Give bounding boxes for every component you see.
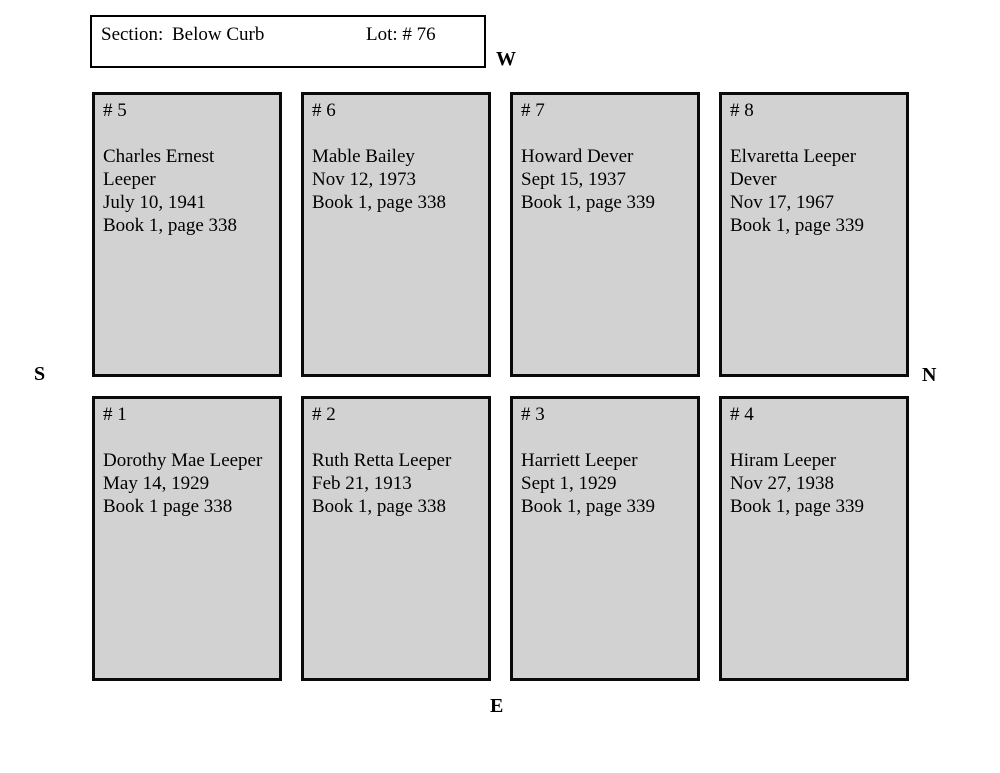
- plot-detail-line: Book 1 page 338: [103, 496, 233, 517]
- plot-detail-line: Harriett Leeper: [521, 450, 638, 471]
- plot-details: Ruth Retta Leeper Feb 21, 1913 Book 1, p…: [312, 449, 480, 518]
- plot-details: Harriett Leeper Sept 1, 1929 Book 1, pag…: [521, 449, 689, 518]
- section-label: Section:: [101, 24, 164, 45]
- lot-number-label: Lot: # 76: [366, 24, 436, 45]
- plot-number: # 4: [730, 404, 754, 425]
- plot-detail-line: Nov 17, 1967: [730, 192, 834, 213]
- plot-box-2: # 2 Ruth Retta Leeper Feb 21, 1913 Book …: [301, 396, 491, 681]
- plot-detail-line: Book 1, page 338: [103, 215, 238, 236]
- plot-detail-line: May 14, 1929: [103, 473, 210, 494]
- plot-detail-line: Sept 15, 1937: [521, 169, 627, 190]
- section-lot-header-box: Section: Below Curb Lot: # 76: [90, 15, 486, 68]
- plot-detail-line: Book 1, page 338: [312, 496, 447, 517]
- plot-detail-line: Nov 27, 1938: [730, 473, 834, 494]
- plot-number: # 6: [312, 100, 336, 121]
- plot-box-3: # 3 Harriett Leeper Sept 1, 1929 Book 1,…: [510, 396, 700, 681]
- plot-detail-line: Feb 21, 1913: [312, 473, 412, 494]
- plot-details: Howard Dever Sept 15, 1937 Book 1, page …: [521, 145, 689, 214]
- plot-detail-line: Book 1, page 338: [312, 192, 447, 213]
- plot-box-6: # 6 Mable Bailey Nov 12, 1973 Book 1, pa…: [301, 92, 491, 377]
- plot-box-1: # 1 Dorothy Mae Leeper May 14, 1929 Book…: [92, 396, 282, 681]
- plot-number: # 7: [521, 100, 545, 121]
- plot-detail-line: Ruth Retta Leeper: [312, 450, 452, 471]
- plot-number: # 2: [312, 404, 336, 425]
- plot-number: # 3: [521, 404, 545, 425]
- plot-box-4: # 4 Hiram Leeper Nov 27, 1938 Book 1, pa…: [719, 396, 909, 681]
- plot-detail-line: Mable Bailey: [312, 146, 415, 167]
- plot-detail-line: Book 1, page 339: [521, 496, 656, 517]
- plot-detail-line: Leeper: [103, 169, 156, 190]
- plot-number: # 5: [103, 100, 127, 121]
- plot-detail-line: Book 1, page 339: [521, 192, 656, 213]
- plot-box-5: # 5 Charles Ernest Leeper July 10, 1941 …: [92, 92, 282, 377]
- header-inner: Section: Below Curb Lot: # 76: [92, 17, 484, 66]
- section-value: Below Curb: [172, 24, 265, 45]
- plot-detail-line: Nov 12, 1973: [312, 169, 416, 190]
- plot-detail-line: July 10, 1941: [103, 192, 206, 213]
- plot-detail-line: Elvaretta Leeper: [730, 146, 857, 167]
- compass-west-label: W: [496, 48, 516, 70]
- plot-detail-line: Book 1, page 339: [730, 215, 865, 236]
- plot-details: Mable Bailey Nov 12, 1973 Book 1, page 3…: [312, 145, 480, 214]
- compass-north-label: N: [922, 364, 937, 386]
- plot-number: # 8: [730, 100, 754, 121]
- plot-box-8: # 8 Elvaretta Leeper Dever Nov 17, 1967 …: [719, 92, 909, 377]
- plot-detail-line: Dever: [730, 169, 777, 190]
- compass-south-label: S: [34, 363, 46, 385]
- plot-details: Dorothy Mae Leeper May 14, 1929 Book 1 p…: [103, 449, 271, 518]
- plot-detail-line: Book 1, page 339: [730, 496, 865, 517]
- plot-detail-line: Sept 1, 1929: [521, 473, 617, 494]
- plot-detail-line: Hiram Leeper: [730, 450, 837, 471]
- compass-east-label: E: [490, 695, 504, 717]
- plot-detail-line: Charles Ernest: [103, 146, 215, 167]
- plot-details: Hiram Leeper Nov 27, 1938 Book 1, page 3…: [730, 449, 898, 518]
- plot-number: # 1: [103, 404, 127, 425]
- plot-detail-line: Dorothy Mae Leeper: [103, 450, 263, 471]
- plot-details: Charles Ernest Leeper July 10, 1941 Book…: [103, 145, 271, 237]
- plot-box-7: # 7 Howard Dever Sept 15, 1937 Book 1, p…: [510, 92, 700, 377]
- plot-detail-line: Howard Dever: [521, 146, 634, 167]
- plot-details: Elvaretta Leeper Dever Nov 17, 1967 Book…: [730, 145, 898, 237]
